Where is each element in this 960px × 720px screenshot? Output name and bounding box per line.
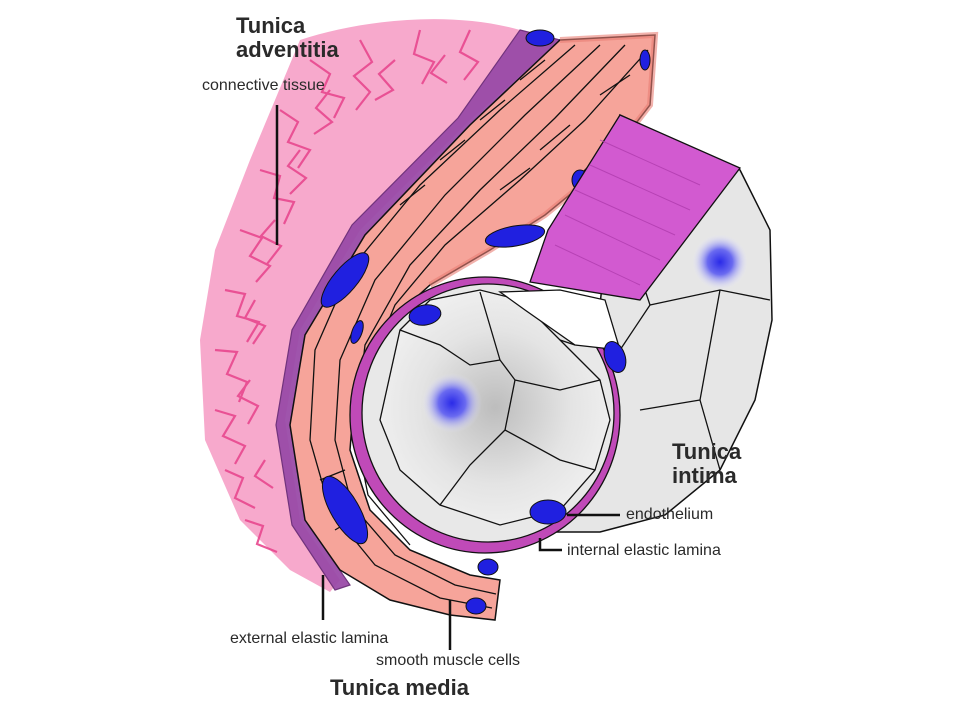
internal-elastic-lamina-label: internal elastic lamina	[567, 542, 721, 559]
connective-tissue-label: connective tissue	[202, 77, 325, 94]
tunica-adventitia-title: Tunica adventitia	[236, 14, 339, 62]
tunica-adventitia-layer	[200, 19, 560, 592]
intima-title-line-2: intima	[672, 463, 737, 488]
smooth-muscle-cells-label: smooth muscle cells	[376, 652, 521, 669]
tunica-media-title: Tunica media	[330, 675, 469, 700]
leader-lines	[275, 105, 620, 650]
tunica-media-layer	[289, 31, 659, 621]
intima-title-line-1: Tunica	[672, 439, 742, 464]
adventitia-title-line-1: Tunica	[236, 13, 306, 38]
tunica-intima-title: Tunica intima	[672, 440, 741, 488]
endothelium-label: endothelium	[626, 506, 714, 523]
tunica-intima-layer	[349, 113, 773, 554]
adventitia-title-line-2: adventitia	[236, 37, 339, 62]
external-elastic-lamina-label: external elastic lamina	[230, 630, 389, 647]
